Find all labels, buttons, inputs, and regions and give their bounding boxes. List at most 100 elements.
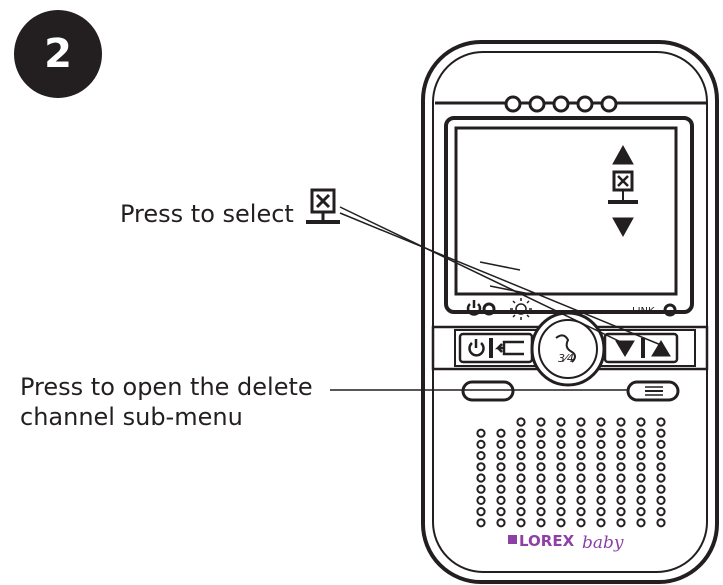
grille-hole <box>576 462 586 472</box>
grille-hole <box>636 428 646 438</box>
down-arrow-icon <box>615 340 635 357</box>
grille-hole <box>656 473 666 483</box>
grille-hole <box>656 518 666 528</box>
grille-hole <box>576 518 586 528</box>
link-label: LINK <box>632 306 655 317</box>
grille-hole <box>636 451 646 461</box>
grille-hole <box>636 417 646 427</box>
grille-hole <box>556 439 566 449</box>
grille-hole <box>576 439 586 449</box>
power-back-button <box>458 332 534 364</box>
brand-logo: LOREX baby <box>508 532 624 553</box>
grille-hole <box>496 473 506 483</box>
grille-hole <box>596 518 606 528</box>
grille-hole <box>576 507 586 517</box>
grille-hole <box>516 495 526 505</box>
grille-hole <box>496 428 506 438</box>
grille-hole <box>496 507 506 517</box>
grille-hole <box>616 451 626 461</box>
grille-hole <box>576 417 586 427</box>
grille-hole <box>556 473 566 483</box>
delete-callout-line1: Press to open the delete <box>20 373 313 401</box>
speaker-grille <box>476 417 666 528</box>
grille-hole <box>476 451 486 461</box>
grille-hole <box>616 473 626 483</box>
grille-hole <box>596 428 606 438</box>
grille-hole <box>636 462 646 472</box>
grille-hole <box>576 451 586 461</box>
grille-hole <box>656 451 666 461</box>
grille-hole <box>516 484 526 494</box>
grille-hole <box>536 518 546 528</box>
oval-button-row <box>461 380 680 402</box>
grille-hole <box>536 451 546 461</box>
delete-callout-line2: channel sub-menu <box>20 403 243 431</box>
grille-hole <box>616 518 626 528</box>
talk-glyph: 3⁄4 <box>558 352 574 365</box>
grille-hole <box>576 495 586 505</box>
grille-hole <box>536 428 546 438</box>
delete-channel-icon <box>306 188 340 224</box>
grille-hole <box>556 507 566 517</box>
talk-button: 3⁄4 <box>530 311 606 387</box>
grille-hole <box>596 417 606 427</box>
grille-hole <box>636 507 646 517</box>
grille-hole <box>536 495 546 505</box>
grille-hole <box>656 484 666 494</box>
delete-callout-label: Press to open the delete channel sub-men… <box>20 372 313 432</box>
grille-hole <box>496 518 506 528</box>
brightness-icon <box>510 298 532 320</box>
grille-hole <box>616 428 626 438</box>
grille-hole <box>476 428 486 438</box>
monitor-body <box>421 40 719 584</box>
step-number-badge: 2 <box>14 10 102 98</box>
grille-hole <box>476 462 486 472</box>
grille-hole <box>636 518 646 528</box>
grille-hole <box>616 507 626 517</box>
grille-hole <box>616 495 626 505</box>
grille-hole <box>536 439 546 449</box>
grille-hole <box>496 451 506 461</box>
grille-hole <box>476 484 486 494</box>
grille-hole <box>656 428 666 438</box>
grille-hole <box>636 495 646 505</box>
grille-hole <box>596 462 606 472</box>
grille-hole <box>556 462 566 472</box>
grille-hole <box>596 484 606 494</box>
back-icon <box>494 340 524 356</box>
grille-hole <box>656 462 666 472</box>
grille-hole <box>536 473 546 483</box>
up-arrow-icon <box>651 340 671 357</box>
indicator-label-row: LINK <box>466 298 677 320</box>
grille-hole <box>636 484 646 494</box>
screen-select-indicator <box>608 144 638 238</box>
grille-hole <box>636 473 646 483</box>
grille-hole <box>516 417 526 427</box>
grille-hole <box>596 473 606 483</box>
grille-hole <box>556 451 566 461</box>
grille-hole <box>556 495 566 505</box>
grille-hole <box>516 507 526 517</box>
grille-hole <box>516 428 526 438</box>
grille-hole <box>536 507 546 517</box>
grille-hole <box>496 495 506 505</box>
grille-hole <box>596 439 606 449</box>
select-callout-label: Press to select <box>120 200 294 228</box>
grille-hole <box>476 495 486 505</box>
grille-hole <box>516 462 526 472</box>
grille-hole <box>616 439 626 449</box>
grille-hole <box>616 462 626 472</box>
grille-hole <box>496 439 506 449</box>
grille-hole <box>476 518 486 528</box>
grille-hole <box>636 439 646 449</box>
grille-hole <box>496 484 506 494</box>
grille-hole <box>616 484 626 494</box>
grille-hole <box>596 451 606 461</box>
grille-hole <box>536 417 546 427</box>
grille-hole <box>656 495 666 505</box>
grille-hole <box>596 495 606 505</box>
grille-hole <box>616 417 626 427</box>
grille-hole <box>516 518 526 528</box>
grille-hole <box>476 473 486 483</box>
